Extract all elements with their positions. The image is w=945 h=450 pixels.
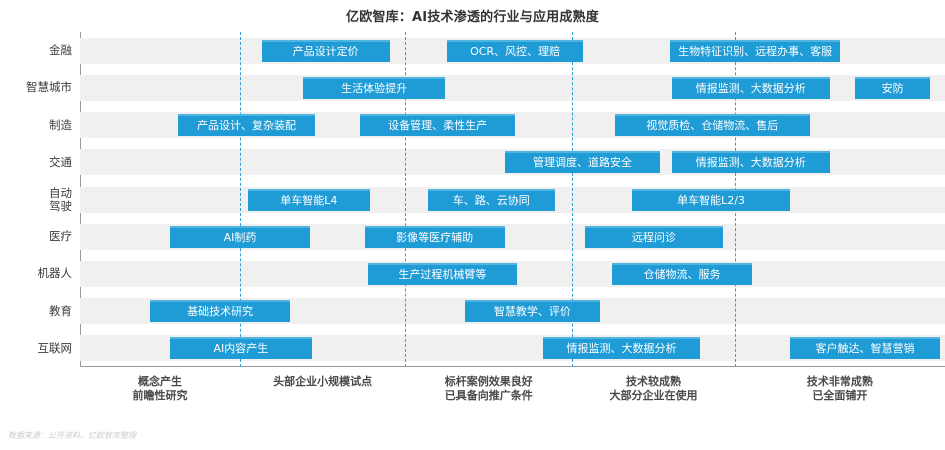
category-label-line: 制造 (49, 117, 72, 132)
category-label-制造: 制造 (0, 117, 72, 132)
category-label-机器人: 机器人 (0, 266, 73, 281)
category-label-line: 自动 (49, 185, 72, 200)
bar-自动驾驶-1[interactable]: 单车智能L4 (247, 188, 370, 211)
source-note: 数据来源：公开资料、亿欧智库整理 (8, 431, 136, 440)
stage-caption-line: 已具备向推广条件 (444, 389, 533, 402)
stage-caption-line: 前瞻性研究 (132, 389, 188, 402)
category-label-智慧城市: 智慧城市 (0, 81, 72, 94)
stage-caption-5: 技术非常成熟已全面铺开 (745, 375, 935, 403)
category-label-交通: 交通 (0, 154, 72, 169)
stage-caption-line: 技术较成熟 (625, 375, 681, 388)
bar-制造-1[interactable]: 产品设计、复杂装配 (177, 114, 316, 137)
bar-自动驾驶-2[interactable]: 车、路、云协同 (427, 188, 555, 211)
bar-自动驾驶-3[interactable]: 单车智能L2/3 (631, 188, 791, 211)
category-label-医疗: 医疗 (0, 230, 72, 243)
bar-医疗-2[interactable]: 影像等医疗辅助 (364, 225, 505, 248)
bar-机器人-2[interactable]: 仓储物流、服务 (611, 262, 753, 285)
stage-caption-4: 技术较成熟大部分企业在使用 (558, 375, 748, 403)
category-label-金融: 金融 (0, 44, 72, 57)
category-label-line: 医疗 (49, 229, 72, 244)
category-label-line: 驾驶 (49, 198, 72, 213)
bar-互联网-3[interactable]: 客户触达、智慧营销 (790, 337, 940, 360)
bar-教育-2[interactable]: 智慧教学、评价 (464, 300, 600, 323)
bar-制造-2[interactable]: 设备管理、柔性生产 (360, 114, 516, 137)
stage-caption-line: 大部分企业在使用 (609, 389, 698, 402)
category-label-line: 机器人 (37, 266, 73, 281)
category-label-教育: 教育 (0, 303, 72, 318)
bar-互联网-2[interactable]: 情报监测、大数据分析 (542, 337, 701, 360)
category-label-line: 互联网 (37, 340, 73, 355)
x-axis-line (80, 366, 945, 367)
bar-医疗-3[interactable]: 远程问诊 (585, 225, 723, 248)
category-label-line: 金融 (49, 43, 72, 58)
category-label-line: 智慧城市 (26, 80, 72, 95)
bar-智慧城市-2[interactable]: 情报监测、大数据分析 (671, 76, 830, 99)
stage-divider-3 (572, 32, 574, 367)
stage-divider-2 (405, 32, 407, 367)
bar-交通-2[interactable]: 情报监测、大数据分析 (671, 151, 830, 174)
stage-caption-line: 已全面铺开 (812, 389, 868, 402)
stage-caption-line: 概念产生 (138, 375, 182, 388)
bar-金融-1[interactable]: 产品设计定价 (261, 39, 390, 62)
bar-交通-1[interactable]: 管理调度、道路安全 (504, 151, 661, 174)
bar-金融-2[interactable]: OCR、风控、理赔 (446, 39, 584, 62)
bar-机器人-1[interactable]: 生产过程机械臂等 (368, 262, 517, 285)
stage-caption-2: 头部企业小规模试点 (228, 375, 418, 389)
bar-互联网-1[interactable]: AI内容产生 (169, 337, 312, 360)
stage-caption-3: 标杆案例效果良好已具备向推广条件 (394, 375, 584, 403)
bar-医疗-1[interactable]: AI制药 (169, 225, 311, 248)
chart-title: 亿欧智库：AI技术渗透的行业与应用成熟度 (346, 10, 599, 25)
category-label-line: 交通 (49, 154, 72, 169)
bar-教育-1[interactable]: 基础技术研究 (150, 300, 291, 323)
bar-金融-3[interactable]: 生物特征识别、远程办事、客服 (669, 39, 841, 62)
stage-caption-line: 头部企业小规模试点 (273, 375, 373, 388)
category-label-互联网: 互联网 (0, 340, 73, 355)
stage-caption-1: 概念产生前瞻性研究 (65, 375, 255, 403)
bar-智慧城市-1[interactable]: 生活体验提升 (303, 76, 446, 99)
category-label-自动驾驶: 自动驾驶 (0, 185, 72, 213)
stage-caption-line: 技术非常成熟 (806, 375, 873, 388)
category-label-line: 教育 (49, 303, 72, 318)
stage-divider-1 (240, 32, 242, 367)
bar-智慧城市-3[interactable]: 安防 (855, 76, 931, 99)
bar-制造-3[interactable]: 视觉质检、仓储物流、售后 (614, 114, 811, 137)
stage-caption-line: 标杆案例效果良好 (444, 375, 533, 388)
